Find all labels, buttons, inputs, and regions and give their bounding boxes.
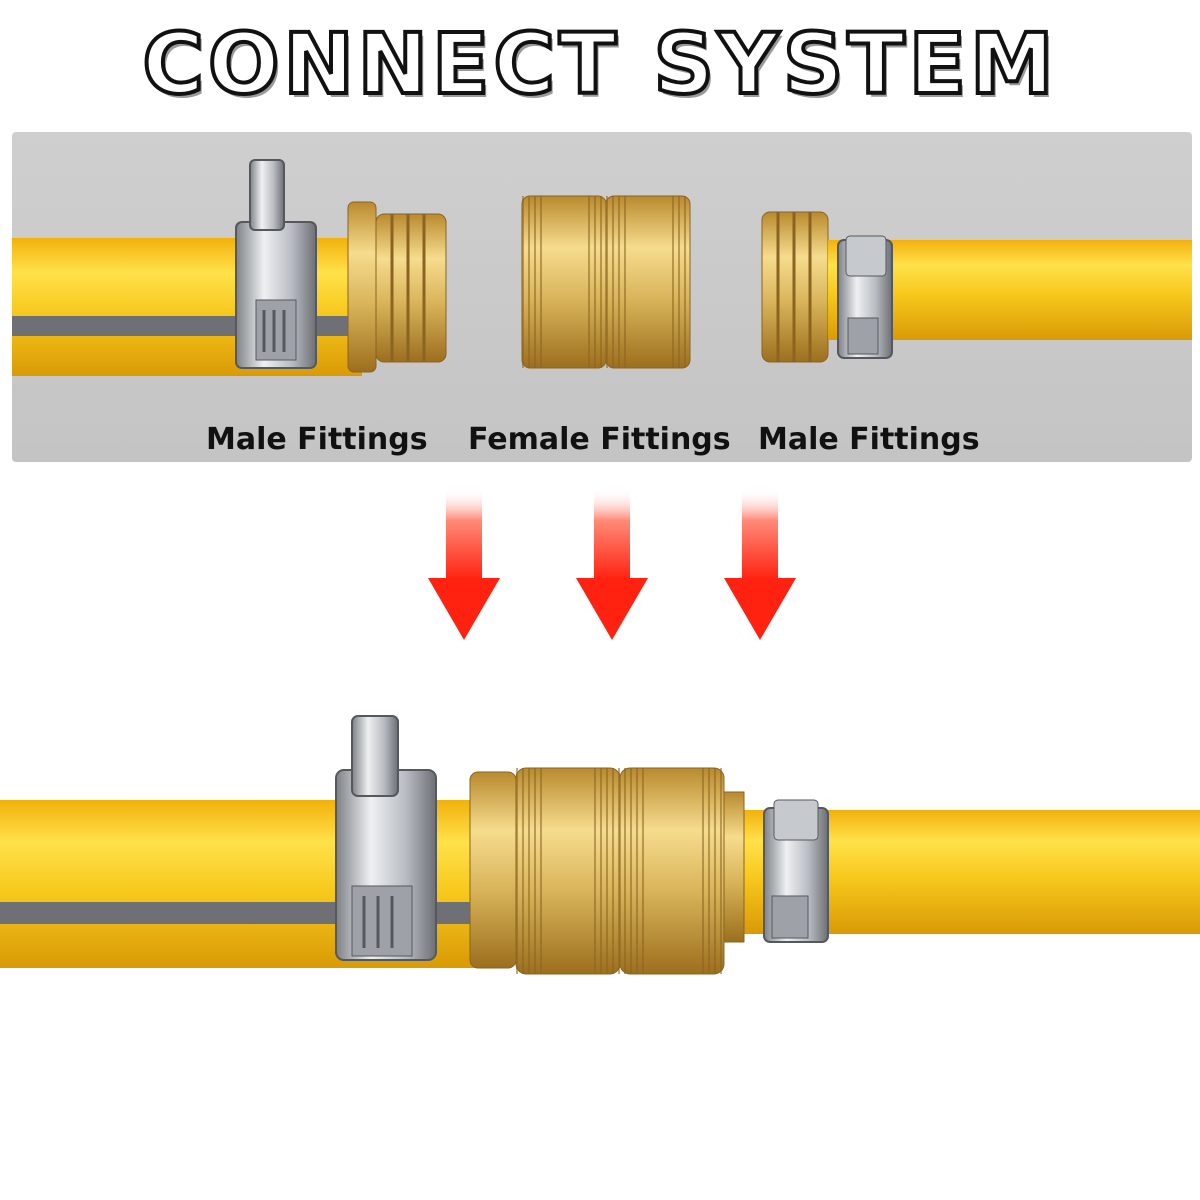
left-male-fitting-top <box>347 201 447 373</box>
arrow-down-left <box>428 488 500 640</box>
left-hose-clamp-top <box>235 159 317 369</box>
left-hose-clamp-assembled <box>335 715 437 961</box>
female-coupling-top <box>521 195 691 369</box>
arrow-down-center <box>576 488 648 640</box>
right-male-fitting-top <box>761 211 829 363</box>
label-male-fittings-left: Male Fittings <box>206 422 428 457</box>
arrow-down-right <box>724 488 796 640</box>
label-female-fittings: Female Fittings <box>468 422 731 457</box>
page-title: CONNECT SYSTEM <box>140 15 1058 113</box>
assembled-brass-coupling <box>469 767 745 975</box>
right-hose-clamp-assembled <box>763 799 829 943</box>
label-male-fittings-right: Male Fittings <box>758 422 980 457</box>
right-hose-clamp-top <box>837 235 893 359</box>
